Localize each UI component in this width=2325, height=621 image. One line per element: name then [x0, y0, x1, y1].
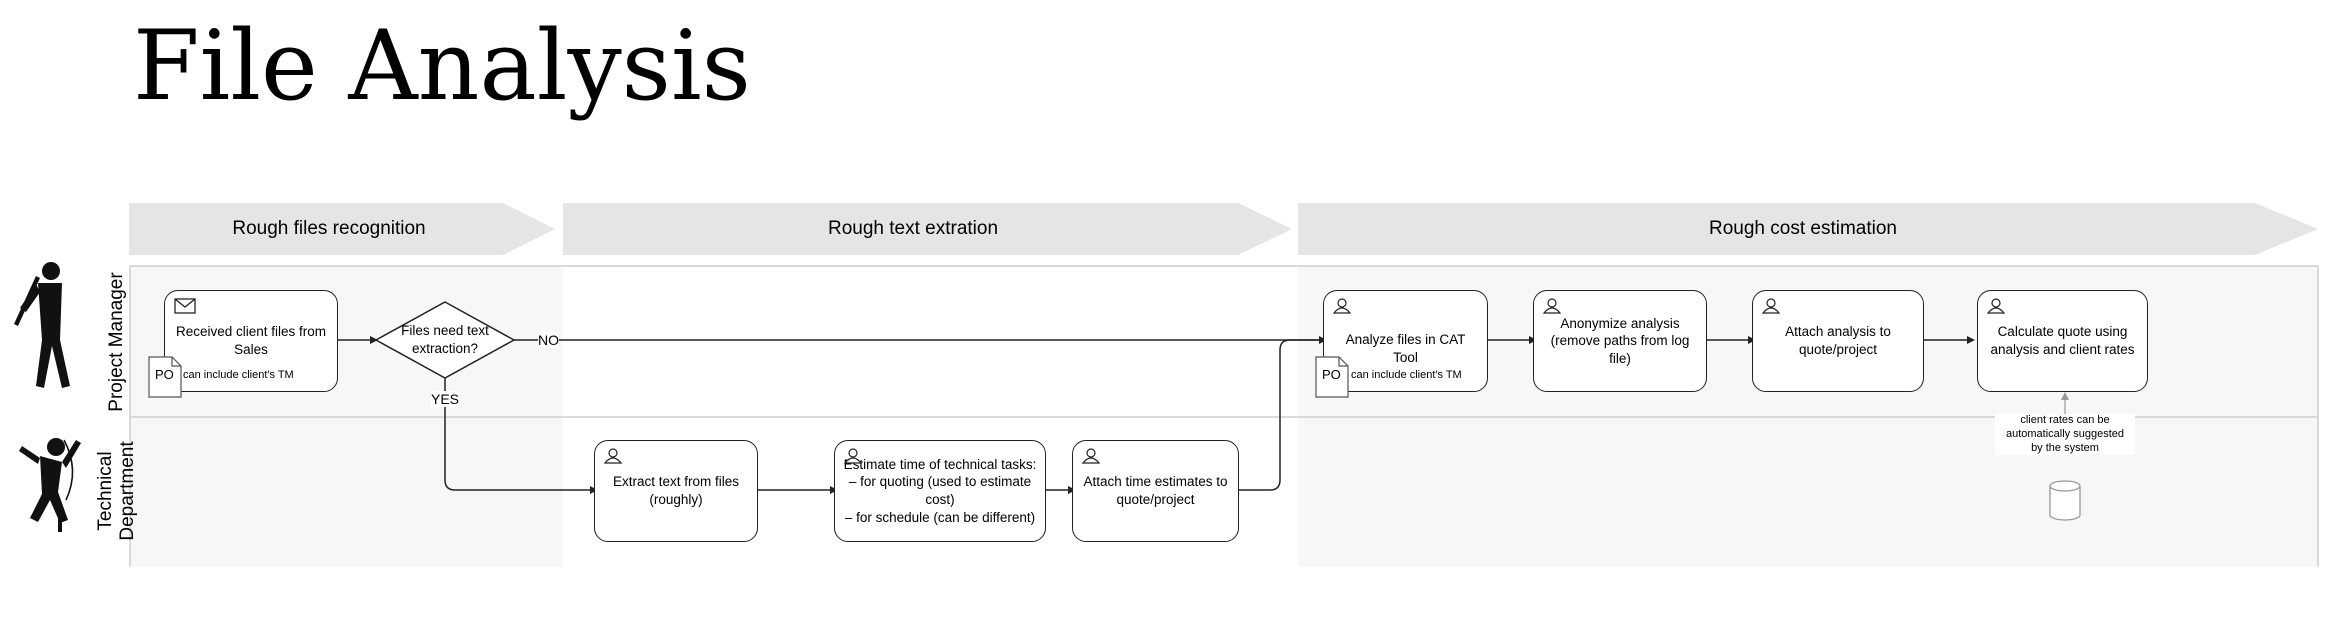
user-icon: [843, 448, 863, 469]
task-extract-text[interactable]: Extract text from files (roughly): [594, 440, 758, 542]
task-anonymize-analysis[interactable]: Anonymize analysis (remove paths from lo…: [1533, 290, 1707, 392]
po-note: can include client's TM: [183, 369, 294, 381]
page-title: File Analysis: [133, 10, 751, 122]
phase-chevron-extraction: [563, 203, 1292, 255]
task-label: Attach time estimates to quote/project: [1083, 474, 1228, 507]
po-document-icon: [1315, 356, 1349, 398]
climber-icon: [19, 438, 81, 532]
user-icon: [1332, 298, 1352, 319]
phase-label-cost: Rough cost estimation: [1709, 218, 1897, 239]
task-label: Analyze files in CAT Tool: [1345, 332, 1466, 365]
baseball-batter-icon: [14, 262, 70, 388]
task-calculate-quote[interactable]: Calculate quote using analysis and clien…: [1977, 290, 2148, 392]
task-label: Anonymize analysis (remove paths from lo…: [1550, 315, 1690, 366]
envelope-icon: [174, 298, 196, 319]
po-document-icon: [148, 356, 182, 398]
user-icon: [603, 448, 623, 469]
task-estimate-time[interactable]: Estimate time of technical tasks: – for …: [834, 440, 1046, 542]
database-icon: [2049, 480, 2081, 521]
flow-label-yes: YES: [431, 391, 460, 407]
task-attach-analysis[interactable]: Attach analysis to quote/project: [1752, 290, 1924, 392]
task-analyze-files[interactable]: Analyze files in CAT Tool: [1323, 290, 1488, 392]
task-label: Attach analysis to quote/project: [1785, 324, 1891, 357]
flow-label-no: NO: [538, 332, 559, 348]
user-icon: [1542, 298, 1562, 319]
lane-label-technical-department: Technical Department: [95, 441, 138, 541]
task-received-client-files[interactable]: Received client files from Sales: [164, 290, 338, 392]
task-label: Calculate quote using analysis and clien…: [1990, 324, 2135, 357]
po-label: PO: [1322, 367, 1341, 382]
task-label: Received client files from Sales: [175, 324, 327, 357]
task-label: Extract text from files (roughly): [612, 474, 740, 507]
po-note: can include client's TM: [1351, 369, 1462, 381]
task-label: Estimate time of technical tasks: – for …: [843, 456, 1037, 525]
task-attach-time-estimates[interactable]: Attach time estimates to quote/project: [1072, 440, 1239, 542]
user-icon: [1761, 298, 1781, 319]
phase-label-extraction: Rough text extration: [827, 218, 999, 239]
phase-chevron-cost: [1298, 203, 2318, 255]
annotation-client-rates: client rates can be automatically sugges…: [1995, 414, 2135, 456]
po-label: PO: [155, 367, 174, 382]
user-icon: [1081, 448, 1101, 469]
user-icon: [1986, 298, 2006, 319]
decision-label: Files need text extraction?: [401, 323, 489, 356]
phase-chevron-recognition: [129, 203, 555, 255]
phase-label-recognition: Rough files recognition: [232, 218, 426, 239]
